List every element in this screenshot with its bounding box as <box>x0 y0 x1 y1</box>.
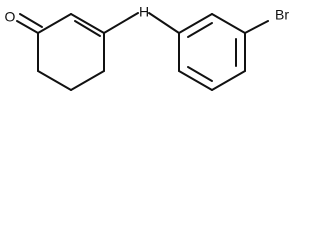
bond-a4-a5 <box>211 70 246 91</box>
bond-alkene-inner <box>74 20 101 37</box>
oxygen-label: O <box>5 9 16 25</box>
bond-c2-c3 <box>70 13 105 34</box>
bond-to-bromine <box>244 20 269 34</box>
bond-nitrogen-to-aryl <box>148 12 180 34</box>
molecule-diagram: O H Br <box>5 4 289 91</box>
bond-ring-to-nitrogen <box>103 12 139 34</box>
bond-c5-c6 <box>37 70 72 91</box>
bond-a5-a6 <box>178 70 213 91</box>
bromine-label: Br <box>275 7 289 23</box>
bond-c4-c5 <box>70 70 105 91</box>
bond-carbonyl-1 <box>16 20 39 34</box>
bond-c1-c2 <box>37 13 72 34</box>
chemical-structure-canvas: O H Br <box>0 0 297 104</box>
bond-carbonyl-2 <box>19 13 43 28</box>
aromatic-bond-inner-1 <box>187 22 213 38</box>
amine-hydrogen-label: H <box>139 4 149 20</box>
bond-a1-a2 <box>178 13 213 34</box>
bond-a2-a3 <box>211 13 246 34</box>
aromatic-bond-inner-3 <box>187 66 213 82</box>
